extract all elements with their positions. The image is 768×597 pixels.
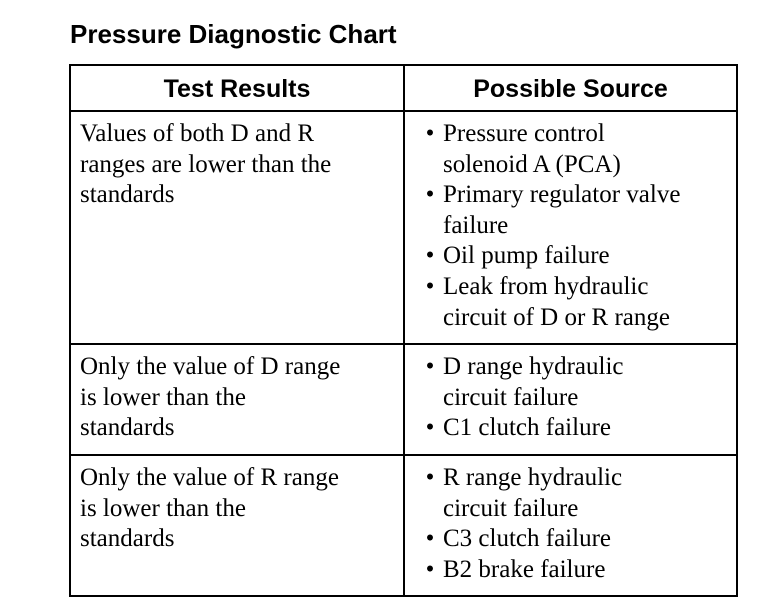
bullet-icon: • xyxy=(425,555,435,583)
source-list: • R range hydraulic circuit failure • C3… xyxy=(419,463,732,585)
list-item: • D range hydraulic circuit failure xyxy=(419,352,732,413)
list-item: • C1 clutch failure xyxy=(419,413,732,444)
source-text: Primary regulator valve failure xyxy=(443,181,681,239)
test-result-cell: Values of both D and R ranges are lower … xyxy=(69,109,405,346)
possible-source-cell: • Pressure control solenoid A (PCA) • Pr… xyxy=(403,109,738,346)
test-result-text: Only the value of D range is lower than … xyxy=(80,353,341,442)
source-text: Leak from hydraulic circuit of D or R ra… xyxy=(443,272,671,331)
test-result-text: Only the value of R range is lower than … xyxy=(80,463,339,553)
table-row: Only the value of D range is lower than … xyxy=(69,343,738,456)
possible-source-cell: • R range hydraulic circuit failure • C3… xyxy=(403,453,738,597)
test-result-cell: Only the value of R range is lower than … xyxy=(69,453,405,597)
bullet-icon: • xyxy=(425,353,435,381)
table-header-row: Test Results Possible Source xyxy=(69,64,738,112)
source-text: Pressure control solenoid A (PCA) xyxy=(443,120,621,178)
list-item: • R range hydraulic circuit failure xyxy=(419,463,732,524)
bullet-icon: • xyxy=(425,120,435,147)
bullet-icon: • xyxy=(425,525,435,553)
source-text: Oil pump failure xyxy=(443,242,610,270)
header-possible-source: Possible Source xyxy=(403,64,738,112)
bullet-icon: • xyxy=(425,414,435,442)
possible-source-cell: • D range hydraulic circuit failure • C1… xyxy=(403,343,738,456)
pressure-diagnostic-table: Test Results Possible Source Values of b… xyxy=(69,64,738,597)
test-result-text: Values of both D and R ranges are lower … xyxy=(80,120,332,209)
source-list: • Pressure control solenoid A (PCA) • Pr… xyxy=(419,119,732,333)
source-text: R range hydraulic circuit failure xyxy=(443,463,623,522)
source-list: • D range hydraulic circuit failure • C1… xyxy=(419,352,732,444)
bullet-icon: • xyxy=(425,463,435,491)
list-item: • Leak from hydraulic circuit of D or R … xyxy=(419,272,732,333)
source-text: C1 clutch failure xyxy=(443,414,611,442)
bullet-icon: • xyxy=(425,242,435,270)
list-item: • Primary regulator valve failure xyxy=(419,180,732,241)
header-test-results: Test Results xyxy=(69,64,405,112)
table-row: Values of both D and R ranges are lower … xyxy=(69,109,738,346)
table-row: Only the value of R range is lower than … xyxy=(69,453,738,597)
list-item: • C3 clutch failure xyxy=(419,524,732,555)
list-item: • B2 brake failure xyxy=(419,555,732,586)
source-text: C3 clutch failure xyxy=(443,525,611,553)
test-result-cell: Only the value of D range is lower than … xyxy=(69,343,405,456)
bullet-icon: • xyxy=(425,272,435,300)
source-text: B2 brake failure xyxy=(443,555,606,583)
bullet-icon: • xyxy=(425,181,435,209)
page-title: Pressure Diagnostic Chart xyxy=(70,19,397,49)
list-item: • Pressure control solenoid A (PCA) xyxy=(419,119,732,180)
source-text: D range hydraulic circuit failure xyxy=(443,353,624,411)
list-item: • Oil pump failure xyxy=(419,241,732,272)
